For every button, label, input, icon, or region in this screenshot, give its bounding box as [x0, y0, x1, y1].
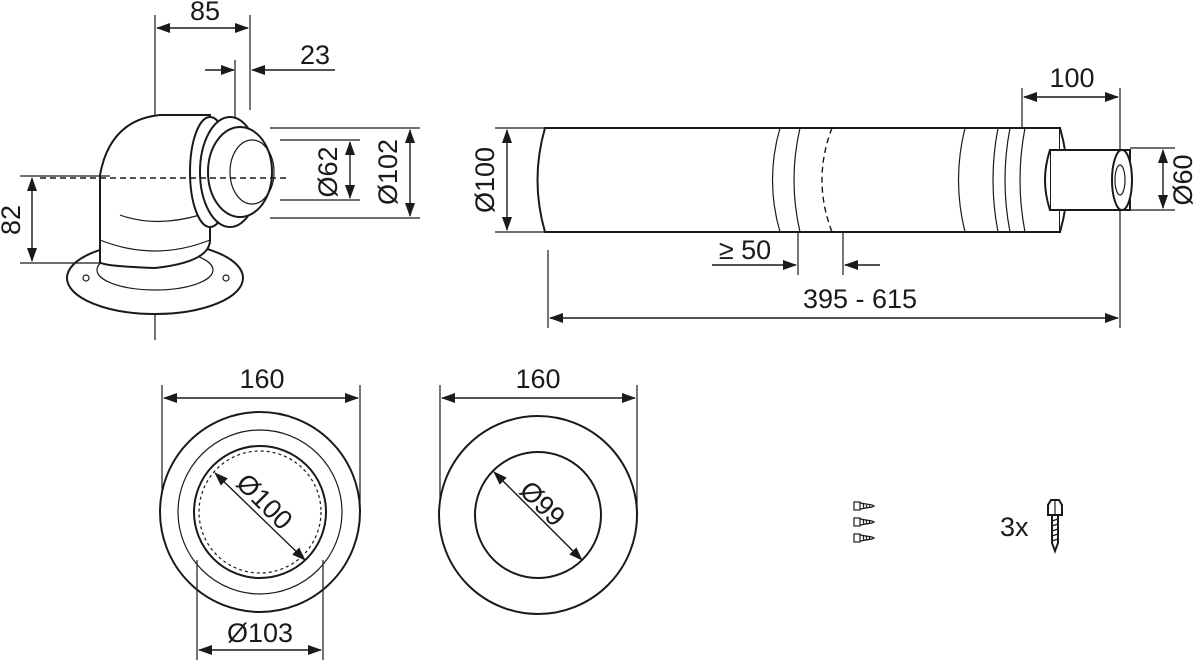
dim-label-dia-102: Ø102 [373, 139, 403, 205]
dim-label-pipe-dia-100: Ø100 [470, 147, 500, 213]
hex-bolt-icon [1047, 499, 1063, 554]
dim-label-spigot-100: 100 [1049, 63, 1094, 93]
inner-rosette: 160 Ø100 Ø103 [159, 364, 361, 660]
dim-label-dia-62: Ø62 [313, 146, 343, 197]
dim-label-min-insert: ≥ 50 [719, 235, 771, 265]
dim-label-outer-160: 160 [515, 364, 560, 394]
elbow-component: 85 23 Ø62 Ø102 82 [0, 0, 420, 340]
pipe-component: Ø100 100 Ø60 ≥ 50 395 - 615 [470, 63, 1198, 328]
dim-label-dia-103: Ø103 [227, 618, 293, 648]
dim-label-23: 23 [300, 40, 330, 70]
dim-label-85: 85 [190, 0, 220, 26]
dim-label-82: 82 [0, 205, 26, 235]
dim-label-inner-160: 160 [239, 364, 284, 394]
fastener-quantity: 3x [1000, 512, 1029, 542]
dim-label-dia-60: Ø60 [1168, 154, 1198, 205]
screws-icon [853, 501, 876, 543]
outer-rosette: 160 Ø99 [438, 364, 638, 615]
dim-label-length-range: 395 - 615 [803, 284, 917, 314]
